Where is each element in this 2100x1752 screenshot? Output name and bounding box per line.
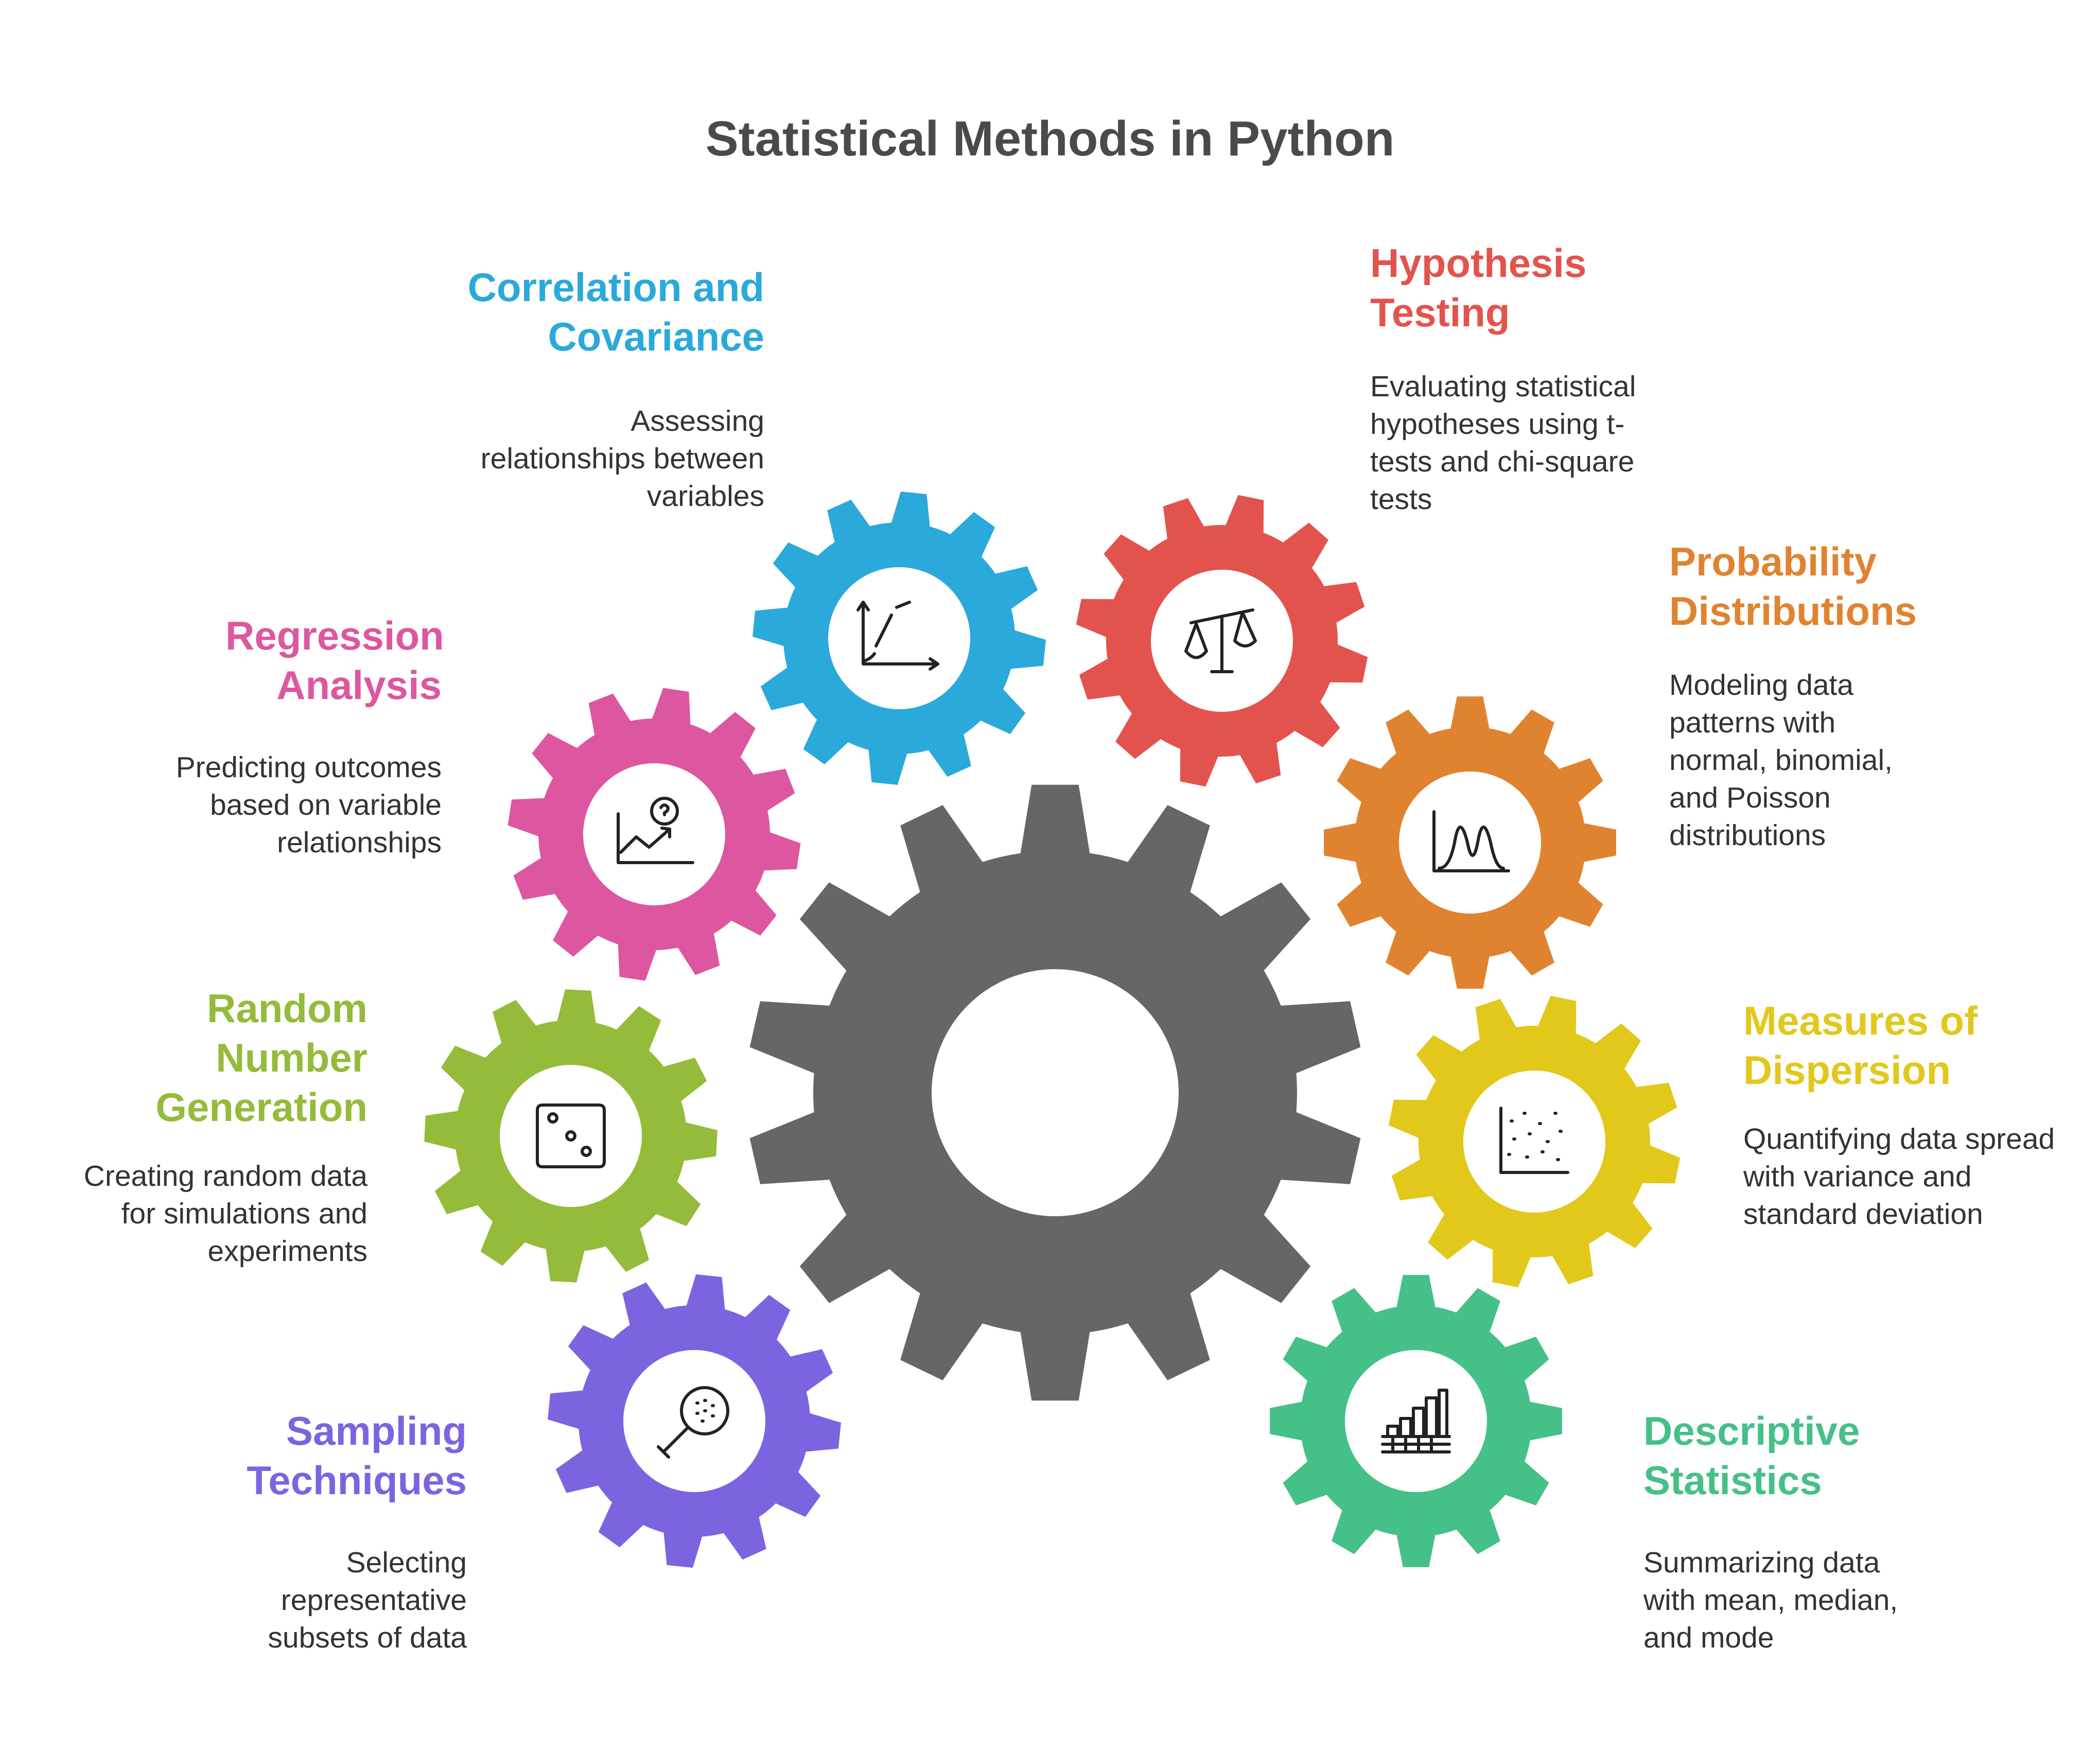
- method-title: Sampling Techniques: [247, 1408, 467, 1503]
- gear-descriptive: [1270, 1275, 1562, 1567]
- method-correlation: Correlation and Covariance Assessing rel…: [301, 262, 764, 515]
- central-gear: [749, 784, 1361, 1401]
- method-dispersion: Measures of Dispersion Quantifying data …: [1743, 996, 2100, 1233]
- method-hypothesis: Hypothesis Testing Evaluating statistica…: [1370, 238, 1833, 518]
- method-description: Modeling data patterns with normal, bino…: [1669, 669, 1893, 852]
- gear-dispersion-body: [1388, 995, 1681, 1288]
- gear-sampling-body: [548, 1274, 841, 1568]
- diagram-title: Statistical Methods in Python: [705, 111, 1395, 166]
- dice-icon: [536, 1103, 606, 1168]
- method-probability: Probability Distributions Modeling data …: [1669, 537, 2100, 854]
- gear-random-body: [424, 989, 717, 1283]
- gear-hypothesis-body: [1076, 495, 1368, 787]
- method-description: Selecting representative subsets of data: [268, 1546, 467, 1654]
- method-sampling: Sampling Techniques Selecting representa…: [4, 1406, 467, 1657]
- method-description: Quantifying data spread with variance an…: [1743, 1123, 2055, 1231]
- gear-correlation: [752, 492, 1046, 785]
- scatter-plot-icon: [1499, 1107, 1569, 1174]
- method-description: Predicting outcomes based on variable re…: [176, 751, 442, 859]
- magnifier-icon: [657, 1386, 729, 1459]
- gear-probability: [1324, 696, 1616, 989]
- bar-chart-icon: [1381, 1389, 1451, 1453]
- method-descriptive: Descriptive Statistics Summarizing data …: [1643, 1406, 2100, 1657]
- method-title: Descriptive Statistics: [1643, 1408, 1860, 1503]
- method-regression: Regression Analysis Predicting outcomes …: [0, 611, 444, 862]
- method-description: Evaluating statistical hypotheses using …: [1370, 370, 1636, 516]
- method-title: Random Number Generation: [155, 986, 367, 1130]
- method-title: Probability Distributions: [1669, 539, 1917, 634]
- method-description: Assessing relationships between variable…: [480, 405, 764, 513]
- method-random: Random Number Generation Creating random…: [0, 984, 367, 1270]
- scatter-trend-icon: [856, 601, 939, 671]
- method-description: Summarizing data with mean, median, and …: [1643, 1546, 1898, 1654]
- method-title: Regression Analysis: [225, 613, 444, 708]
- gear-regression-body: [507, 688, 801, 981]
- method-description: Creating random data for simulations and…: [83, 1160, 367, 1268]
- method-title: Measures of Dispersion: [1743, 998, 1978, 1093]
- gear-hypothesis: [1076, 495, 1368, 787]
- gear-sampling: [548, 1274, 841, 1568]
- method-title: Correlation and Covariance: [467, 265, 764, 359]
- distribution-curve-icon: [1432, 810, 1510, 872]
- gear-descriptive-body: [1270, 1275, 1562, 1567]
- balance-scale-icon: [1184, 608, 1257, 673]
- gear-dispersion: [1388, 995, 1681, 1288]
- gear-probability-body: [1324, 696, 1616, 989]
- gear-correlation-body: [752, 492, 1046, 785]
- gear-regression: [507, 688, 801, 981]
- gear-random: [424, 989, 717, 1283]
- method-title: Hypothesis Testing: [1370, 240, 1587, 335]
- chart-question-icon: [617, 797, 694, 864]
